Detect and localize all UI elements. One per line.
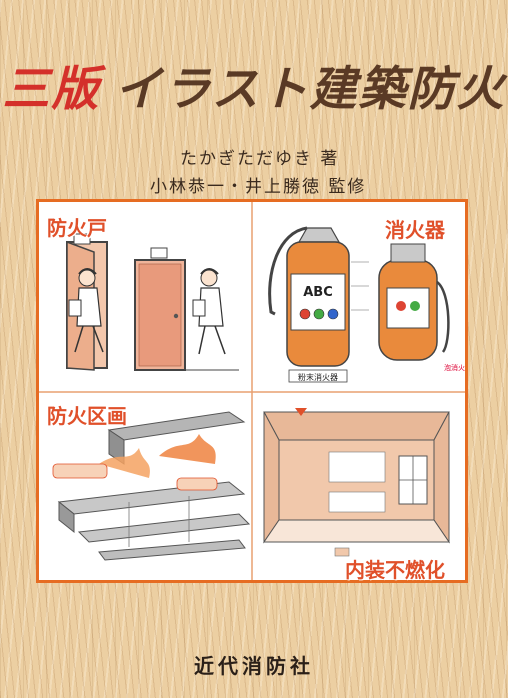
ceiling bbox=[263, 411, 450, 441]
heading-interior: 内装不燃化 bbox=[345, 558, 445, 582]
extinguisher-valve bbox=[297, 227, 341, 243]
door-leaf-right bbox=[138, 263, 182, 367]
slab-3 bbox=[98, 539, 246, 561]
heading-fire-door: 防火戸 bbox=[47, 216, 107, 240]
supervisor-line: 小林恭一・井上勝徳 監修 bbox=[150, 177, 367, 197]
illustration-panel: ABC 粉末消火器 泡消火器 bbox=[36, 199, 468, 583]
door-sign-left bbox=[73, 233, 91, 245]
flame-2 bbox=[99, 448, 150, 478]
legend-swatch bbox=[334, 547, 350, 557]
book-title: 三版イラスト建築防火 bbox=[0, 50, 508, 119]
fire-door-scene bbox=[66, 233, 239, 371]
arrow-marker bbox=[295, 408, 307, 416]
door-sign-right bbox=[150, 247, 168, 259]
illustration-art: ABC 粉末消火器 泡消火器 bbox=[39, 202, 465, 580]
abc-label: ABC bbox=[303, 285, 333, 300]
interior-scene bbox=[263, 408, 450, 557]
caption-foam: 泡消火器 bbox=[444, 363, 465, 372]
edition-label: 三版 bbox=[2, 62, 101, 117]
flame-1 bbox=[159, 434, 216, 464]
heading-fire-compartment: 防火区画 bbox=[47, 404, 127, 428]
caption-powder: 粉末消火器 bbox=[298, 372, 338, 382]
extinguisher-scene: ABC 粉末消火器 泡消火器 bbox=[268, 226, 465, 383]
extinguisher-label bbox=[290, 273, 346, 331]
floor bbox=[263, 519, 450, 543]
heading-extinguisher: 消火器 bbox=[385, 218, 445, 242]
beam-top bbox=[107, 411, 246, 441]
publisher-name: 近代消防社 bbox=[194, 654, 314, 678]
extinguisher-hose bbox=[268, 226, 308, 316]
slab-2 bbox=[77, 513, 251, 543]
author-line: たかぎただゆき 著 bbox=[180, 149, 340, 169]
title-main: イラスト建築防火 bbox=[114, 62, 506, 117]
compartment-scene bbox=[52, 411, 251, 561]
